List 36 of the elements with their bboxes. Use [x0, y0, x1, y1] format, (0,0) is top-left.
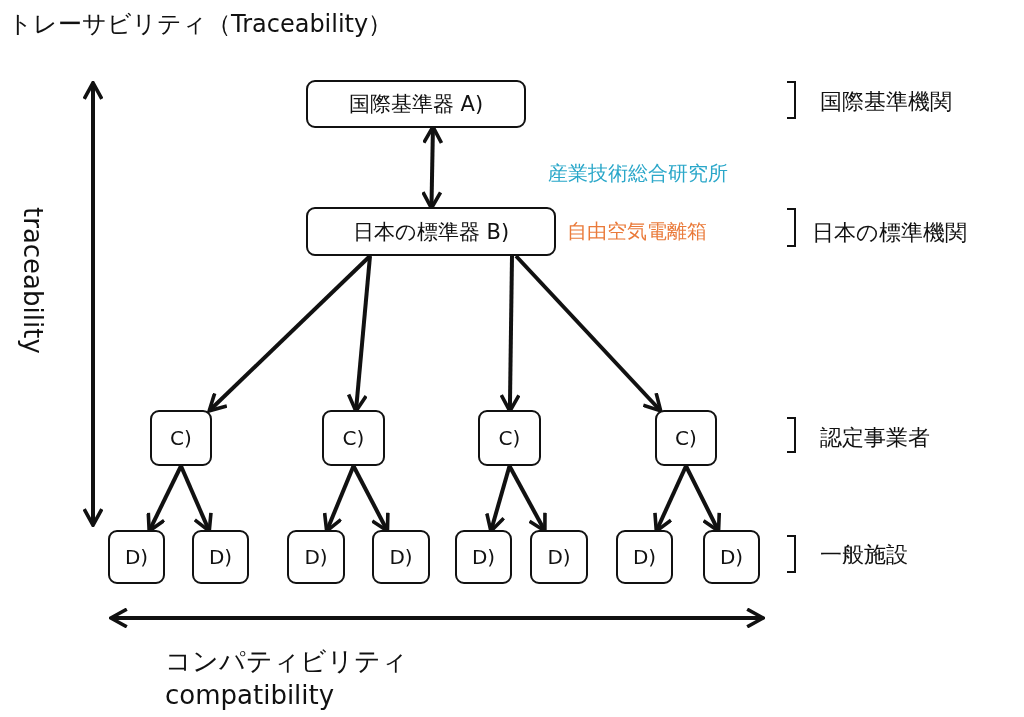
level-label: コンパティビリティ: [165, 645, 408, 678]
process-box: D): [108, 530, 165, 584]
process-box: C): [322, 410, 385, 466]
arrow: [146, 465, 183, 533]
side-note: 産業技術総合研究所: [548, 160, 728, 187]
process-box: D): [192, 530, 249, 584]
level-label: 一般施設: [820, 541, 908, 569]
process-box: 国際基準器 A): [306, 80, 526, 128]
arrow: [507, 465, 547, 533]
side-note: 自由空気電離箱: [567, 218, 707, 245]
process-box: D): [530, 530, 588, 584]
arrow: [179, 465, 213, 533]
title: トレーサビリティ（Traceability）: [8, 9, 393, 40]
arrow: [485, 465, 512, 533]
level-label: compatibility: [165, 680, 335, 710]
arrow: [351, 465, 390, 533]
level-label: 国際基準機関: [820, 88, 952, 116]
arrow: [421, 125, 444, 210]
arrow: [322, 465, 356, 533]
axis-label: traceability: [18, 207, 48, 354]
arrow: [653, 465, 688, 533]
process-box: D): [455, 530, 512, 584]
level-label: 認定事業者: [820, 424, 930, 452]
arrow: [499, 255, 521, 413]
arrow: [684, 465, 722, 533]
process-box: D): [616, 530, 673, 584]
arrow: [346, 255, 372, 413]
process-box: D): [703, 530, 760, 584]
process-box: C): [655, 410, 717, 466]
process-box: D): [287, 530, 345, 584]
arrow: [514, 254, 663, 413]
process-box: C): [478, 410, 541, 466]
process-box: C): [150, 410, 212, 466]
process-box: 日本の標準器 B): [306, 207, 556, 256]
process-box: D): [372, 530, 430, 584]
level-label: 日本の標準機関: [812, 219, 967, 247]
